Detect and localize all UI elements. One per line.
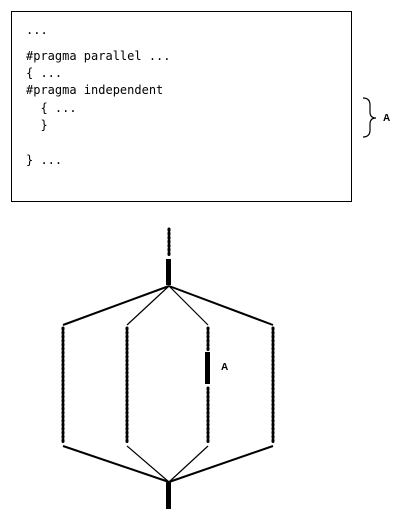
code-line-3: { ... <box>26 66 63 80</box>
thread-block-label: A <box>221 362 229 373</box>
code-line-1: ... <box>26 23 48 37</box>
code-line-4: #pragma independent <box>26 83 164 97</box>
code-line-8: } ... <box>26 153 63 167</box>
join-line-1 <box>62 445 170 483</box>
code-line-2: #pragma parallel ... <box>26 49 171 63</box>
fork-bar <box>166 259 171 285</box>
join-line-3 <box>168 445 209 483</box>
code-line-6: } <box>26 118 48 132</box>
fork-line-1 <box>62 285 170 326</box>
fork-line-3 <box>168 285 209 326</box>
code-line-5: { ... <box>26 101 77 115</box>
code-listing-box: ... #pragma parallel ... { ... #pragma i… <box>11 11 352 202</box>
fork-line-4 <box>168 285 274 326</box>
join-bar <box>166 482 171 509</box>
join-line-4 <box>168 445 274 483</box>
join-line-2 <box>126 445 170 483</box>
curly-brace-icon <box>362 97 377 138</box>
thread-block-a <box>205 352 210 384</box>
fork-line-2 <box>126 285 170 326</box>
brace-label: A <box>383 113 391 124</box>
